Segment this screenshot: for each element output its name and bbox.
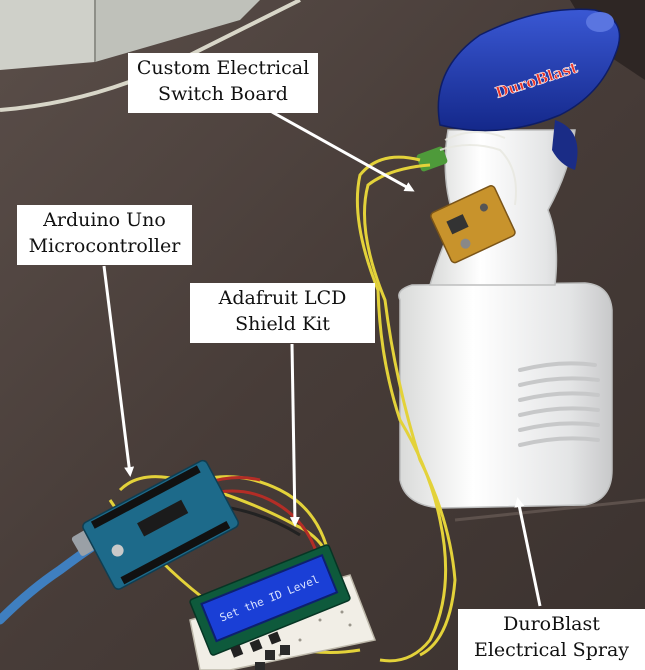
spray-cap [437, 8, 621, 132]
spray-bottle-body [398, 282, 613, 509]
label-lcd-line2: Shield Kit [235, 313, 330, 335]
bottle-vents [518, 361, 600, 447]
label-spray: DuroBlast Electrical Spray [458, 609, 645, 670]
wall-panel [0, 0, 95, 70]
lcd-module: Set the ID Level [189, 544, 351, 658]
switch-board [430, 185, 516, 264]
label-lcd-line1: Adafruit LCD [218, 287, 347, 309]
label-arduino-line2: Microcontroller [28, 235, 181, 257]
label-switch-board-line1: Custom Electrical [136, 57, 310, 79]
label-switch-board-line2: Switch Board [158, 83, 288, 105]
label-spray-line1: DuroBlast [503, 613, 600, 635]
arduino-board [82, 459, 239, 590]
label-arduino: Arduino Uno Microcontroller [17, 205, 192, 265]
label-lcd: Adafruit LCD Shield Kit [190, 283, 375, 343]
label-switch-board: Custom Electrical Switch Board [128, 53, 318, 113]
label-spray-line2: Electrical Spray [473, 639, 630, 661]
label-arduino-line1: Arduino Uno [43, 209, 166, 231]
